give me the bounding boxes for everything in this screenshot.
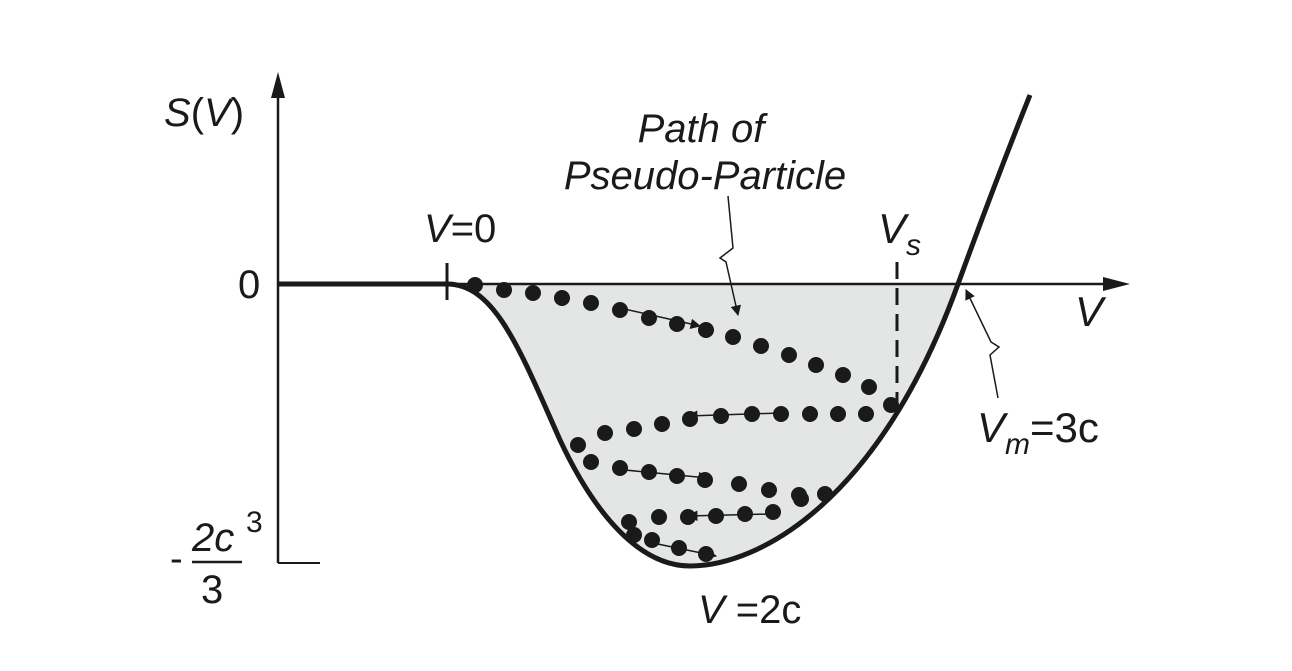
path-dot-4: [554, 290, 570, 306]
y-zero-label: 0: [238, 263, 260, 307]
y-min-numerator: 2c: [191, 516, 234, 560]
path-dot-19: [802, 406, 818, 422]
path-dot-7: [641, 310, 657, 326]
path-dot-38: [765, 504, 781, 520]
path-arrow-3: [624, 469, 710, 483]
path-dot-5: [583, 295, 599, 311]
path-dot-41: [680, 509, 696, 525]
path-dot-22: [713, 408, 729, 424]
vm-label: Vm=3c: [977, 404, 1099, 461]
path-dot-23: [682, 411, 698, 427]
v2c-label: V =2c: [698, 588, 801, 632]
path-dot-2: [496, 282, 512, 298]
x-axis-label: V: [1075, 288, 1107, 335]
path-dot-32: [697, 472, 713, 488]
path-arrow-1: [619, 307, 702, 330]
y-axis-arrowhead: [271, 72, 285, 98]
path-dot-1: [467, 277, 483, 293]
vm-label-leader: [965, 289, 1001, 399]
path-dot-26: [597, 425, 613, 441]
y-min-denominator: 3: [201, 568, 223, 612]
path-dot-28: [583, 454, 599, 470]
path-dot-25: [626, 421, 642, 437]
path-dot-33: [731, 476, 747, 492]
path-dot-13: [808, 357, 824, 373]
path-dot-10: [725, 329, 741, 345]
path-dot-9: [698, 322, 714, 338]
y-min-exponent: 3: [246, 506, 263, 539]
path-arrow-4: [686, 510, 771, 522]
y-axis-label: S(V): [164, 91, 244, 135]
x-axis-arrowhead: [1103, 277, 1130, 291]
path-dot-11: [753, 338, 769, 354]
path-label-line2: Pseudo-Particle: [564, 154, 846, 198]
path-dot-24: [654, 416, 670, 432]
path-label-leader: [718, 195, 742, 317]
path-dot-14: [835, 367, 851, 383]
path-dot-44: [626, 527, 642, 543]
path-dot-37: [793, 491, 809, 507]
path-dot-12: [781, 347, 797, 363]
path-dot-6: [612, 302, 628, 318]
path-dot-20: [773, 406, 789, 422]
path-dot-17: [858, 406, 874, 422]
path-dot-18: [830, 406, 846, 422]
path-dot-31: [669, 468, 685, 484]
path-dot-15: [861, 379, 877, 395]
path-arrow-2: [686, 410, 781, 421]
path-label-line1: Path of: [638, 107, 769, 151]
y-min-sign: -: [170, 538, 183, 580]
path-dot-43: [621, 514, 637, 530]
path-dot-27: [570, 437, 586, 453]
path-dot-16: [883, 397, 899, 413]
path-dot-36: [817, 486, 833, 502]
path-dot-34: [761, 482, 777, 498]
v0-label: V=0: [424, 207, 496, 251]
path-dot-8: [669, 316, 685, 332]
potential-curve: [278, 94, 1033, 569]
vs-label: Vs: [878, 205, 921, 262]
path-dot-3: [525, 285, 541, 301]
path-dot-42: [651, 509, 667, 525]
path-dot-29: [612, 460, 628, 476]
path-arrow-5: [647, 541, 718, 560]
path-dot-45: [644, 532, 660, 548]
